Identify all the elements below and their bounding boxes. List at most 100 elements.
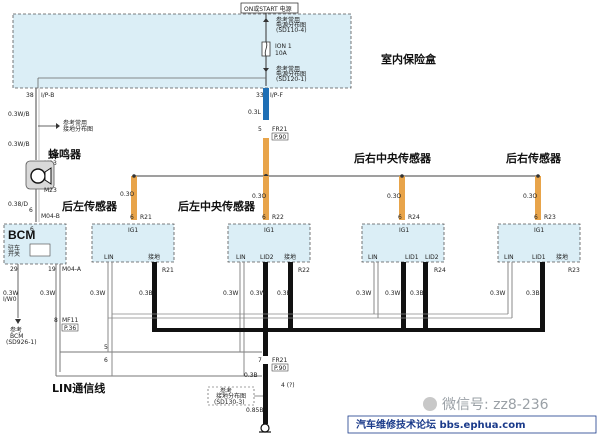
- s4-lin-label: 0.3W: [490, 290, 506, 297]
- m04-conn: M04-B: [41, 213, 60, 220]
- forum-text: 汽车维修技术论坛 bbs.ephua.com: [356, 418, 526, 431]
- arrow-up-icon: [263, 18, 269, 22]
- svg-text:6: 6: [130, 214, 134, 221]
- sensor-label-rear-right: 后右传感器: [506, 151, 562, 165]
- svg-text:LIN: LIN: [104, 254, 114, 261]
- s3-gnd-wire: [423, 262, 428, 330]
- svg-text:R21: R21: [162, 267, 174, 274]
- bcm-pin-29: 29: [10, 266, 18, 273]
- svg-text:接地: 接地: [284, 253, 296, 261]
- bcm-wire-left-b: I/W0: [3, 296, 17, 303]
- bcm-label: BCM: [8, 228, 35, 242]
- center-conn-ip-f: I/P-F: [270, 92, 283, 99]
- svg-text:LID1: LID1: [532, 254, 546, 261]
- left-wire-3: 0.38/D: [8, 201, 28, 208]
- left-wire-2: 0.3W/B: [8, 141, 30, 148]
- svg-text:R24: R24: [408, 214, 420, 221]
- fr21-pin: 5: [258, 126, 262, 133]
- left-pin-38: 38: [26, 92, 34, 99]
- bcm-switch: [29, 243, 51, 257]
- s2-lid-label: 0.3W: [250, 290, 266, 297]
- lin-pin-5: 5: [104, 344, 108, 351]
- sensor-label-rear-right-center: 后右中央传感器: [354, 151, 432, 165]
- svg-text:接地: 接地: [148, 253, 160, 261]
- s4-gnd-label: 0.3B: [526, 290, 540, 297]
- feed-drop-2: [263, 176, 269, 220]
- bcm-inner-2: 开关: [8, 250, 20, 258]
- center-pin-33: 33: [256, 92, 264, 99]
- mf11-conn: MF11: [62, 317, 78, 324]
- lin-label: LIN通信线: [52, 381, 105, 395]
- fuse-ref-top: 参考常用 电源分布图 (SD110-4): [276, 16, 307, 34]
- s4-gnd-wire: [540, 262, 545, 330]
- ground-wire: [263, 364, 268, 424]
- mf11-ref-box: [61, 323, 79, 332]
- bcm-ref-2: BCM: [10, 333, 23, 340]
- left-conn-ip-b: I/P-B: [41, 92, 54, 99]
- s2-gnd-label: 0.3B: [277, 290, 291, 297]
- watermark-text: 微信号: zz8-236: [442, 397, 549, 413]
- svg-text:电源分布图: 电源分布图: [276, 70, 306, 78]
- ground-icon: [260, 423, 270, 433]
- sensor-label-rear-left: 后左传感器: [62, 199, 118, 213]
- center-wire-0-3l: 0.3L: [248, 109, 262, 116]
- buzzer-icon: [30, 168, 46, 184]
- sensor-rear-right-center: 6 R24 IG1 LIN LID1 LID2 R24: [361, 214, 446, 274]
- svg-text:IG1: IG1: [264, 227, 274, 234]
- fuse-rating: 10A: [275, 50, 288, 57]
- buzzer-pin-bottom: M23: [44, 187, 57, 194]
- sensor-2-feed-wire: 0.3O: [252, 193, 267, 200]
- bcm-inner-1: 驻车: [8, 244, 20, 252]
- sensor-3-feed-wire: 0.3O: [387, 193, 402, 200]
- sensor-4-feed-wire: 0.3O: [523, 193, 538, 200]
- svg-text:LID2: LID2: [425, 254, 439, 261]
- sensor-rear-left: 6 R21 IG1 LIN 接地 R21: [91, 214, 175, 274]
- buzzer-label: 蜂鸣器: [48, 147, 82, 161]
- svg-text:R22: R22: [272, 214, 284, 221]
- feed-drop-3: [399, 176, 405, 220]
- fr21-ref-box: [271, 132, 289, 141]
- svg-text:接地: 接地: [556, 253, 568, 261]
- left-wire-1: 0.3W/B: [8, 111, 30, 118]
- ground-wire-bottom: 0.85B: [246, 407, 263, 414]
- svg-text:R22: R22: [298, 267, 310, 274]
- s2-gnd-wire: [288, 262, 293, 330]
- ground-ref-box: [207, 386, 255, 406]
- svg-text:(SD110-4): (SD110-4): [276, 27, 307, 34]
- fuse-box-title: 室内保险盒: [381, 52, 437, 66]
- bcm-pin-in: 6: [30, 226, 34, 233]
- center-feed-blue: [263, 88, 269, 120]
- svg-text:LIN: LIN: [236, 254, 246, 261]
- sensor-1-feed-wire: 0.3O: [120, 191, 135, 198]
- s3-lid-label: 0.3W: [385, 290, 401, 297]
- svg-text:LID1: LID1: [405, 254, 419, 261]
- s3-lid-wire: [401, 262, 406, 330]
- svg-text:LIN: LIN: [368, 254, 378, 261]
- arrow-right-icon: [56, 123, 60, 129]
- ground-pin-7: 7: [258, 357, 262, 364]
- svg-text:电源分布图: 电源分布图: [276, 21, 306, 29]
- ground-ref-2: 接地分布图: [216, 392, 246, 400]
- s3-gnd-label: 0.3B: [410, 290, 424, 297]
- bcm-pin-19: 19: [48, 266, 56, 273]
- svg-text:R23: R23: [568, 267, 580, 274]
- feed-node-1: [132, 174, 136, 178]
- ground-fr21-ref: P.90: [274, 365, 286, 372]
- sensor-rear-right: 6 R23 IG1 LIN LID1 接地 R23: [497, 214, 581, 274]
- bcm-ref-1: 参考: [10, 326, 22, 334]
- svg-text:LIN: LIN: [504, 254, 514, 261]
- fr21-conn: FR21: [272, 126, 287, 133]
- m04a-conn: M04-A: [62, 266, 82, 273]
- svg-text:R23: R23: [544, 214, 556, 221]
- fuse-link: [264, 41, 268, 57]
- s3-lin-label: 0.3W: [356, 290, 372, 297]
- ground-ref-3: (SD130-3): [214, 399, 245, 406]
- mf11-ref: P.36: [64, 325, 76, 332]
- ground-fr21: FR21: [272, 357, 287, 364]
- svg-text:参考常用: 参考常用: [276, 16, 300, 24]
- m04-pin: 6: [29, 207, 33, 214]
- fuse-box: [12, 13, 352, 89]
- ground-ref-1: 参考: [220, 387, 232, 395]
- feed-drop-4: [535, 176, 541, 220]
- bcm-ref-3: (SD926-1): [6, 339, 37, 346]
